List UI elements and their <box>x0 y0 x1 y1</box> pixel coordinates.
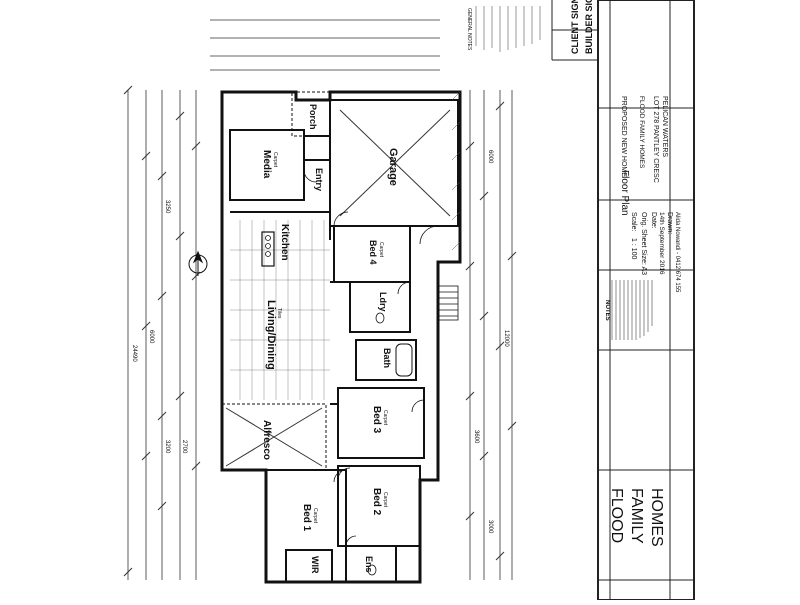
dim-width: 12000 <box>503 330 509 347</box>
room-label-entry: Entry <box>314 168 324 191</box>
room-label-kitchen: Kitchen <box>279 224 290 261</box>
room-label-bed2: Bed 2 <box>371 488 382 516</box>
dim-side-5: 3600 <box>473 430 479 444</box>
room-sub-bed4: Carpet <box>378 242 384 258</box>
lot-address-line1: LOT 278 PANTLEY CRESC <box>652 96 659 183</box>
floor-detail <box>230 220 330 400</box>
room-sub-living: Tiles <box>276 308 282 319</box>
dim-living-width: 6000 <box>148 330 154 344</box>
external-stairs <box>437 285 459 321</box>
door-swings <box>303 169 439 547</box>
room-sub-bed2: Carpet <box>382 492 388 508</box>
notes-block: NOTES <box>604 280 653 340</box>
dimension-lines <box>123 19 517 580</box>
room-label-bath: Bath <box>382 348 392 368</box>
general-notes-title: GENERAL NOTES <box>466 8 472 51</box>
toilet-icon <box>367 312 385 576</box>
sheet-title: Floor Plan <box>619 170 630 216</box>
drawn-value: Alida Nowandi - 0412 674 155 <box>674 212 680 293</box>
room-label-porch: Porch <box>308 104 318 130</box>
room-label-media: Media <box>261 150 272 179</box>
room-label-ldry: Ldry <box>378 292 388 312</box>
room-sub-bed3: Carpet <box>382 410 388 426</box>
interior-walls <box>229 92 459 583</box>
builder-short: FLOOD FAMILY HOMES <box>638 96 645 169</box>
builder-signature-label: BUILDER SIGNATURE <box>584 0 594 54</box>
room-label-ens: Ens <box>364 556 374 573</box>
logo-line-family: FAMILY <box>628 488 645 544</box>
logo-line-flood: FLOOD <box>608 488 625 543</box>
client-signature-label: CLIENT SIGNATURE <box>570 0 580 54</box>
wall-hatch <box>451 91 461 251</box>
room-label-bed3: Bed 3 <box>371 406 382 434</box>
lot-address-line2: PELICAN WATERS <box>661 96 668 157</box>
room-label-bed1: Bed 1 <box>301 504 312 532</box>
orig-sheet-size: Orig. Sheet Size: A3 <box>640 212 647 275</box>
notes-title: NOTES <box>604 300 610 321</box>
room-label-bed4: Bed 4 <box>368 240 378 265</box>
kitchen-island <box>261 231 275 267</box>
date-label: Date: <box>650 212 657 229</box>
dim-overall-length: 24490 <box>131 345 137 362</box>
drawn-label: Drawn: <box>666 212 673 234</box>
cooktop-icon <box>265 235 271 257</box>
dim-side-1: 3250 <box>164 200 170 214</box>
north-point-icon <box>188 250 208 276</box>
room-label-garage: Garage <box>387 148 399 186</box>
general-notes-lines <box>475 6 541 52</box>
dim-garage-width: 6000 <box>487 150 493 164</box>
room-label-alfresco: Alfresco <box>261 420 272 460</box>
scale-value: 1 : 100 <box>630 238 637 260</box>
date-value: 14th September 2016 <box>658 212 665 275</box>
logo-line-homes: HOMES <box>648 488 665 547</box>
scale-label: Scale: <box>630 212 637 232</box>
exterior-walls <box>220 90 462 584</box>
dim-side-3: 2700 <box>181 440 187 454</box>
dim-side-4: 3000 <box>487 520 493 534</box>
project-type: PROPOSED NEW HOME <box>620 96 627 177</box>
room-sub-media: Carpet <box>272 152 278 168</box>
room-label-living: Living/Dining <box>265 300 277 370</box>
dim-side-2: 3200 <box>164 440 170 454</box>
room-sub-bed1: Carpet <box>312 508 318 524</box>
room-label-wir: WIR <box>310 556 320 574</box>
alfresco-cross <box>225 407 323 467</box>
bathtub <box>395 343 413 377</box>
garage-cross <box>339 109 451 217</box>
